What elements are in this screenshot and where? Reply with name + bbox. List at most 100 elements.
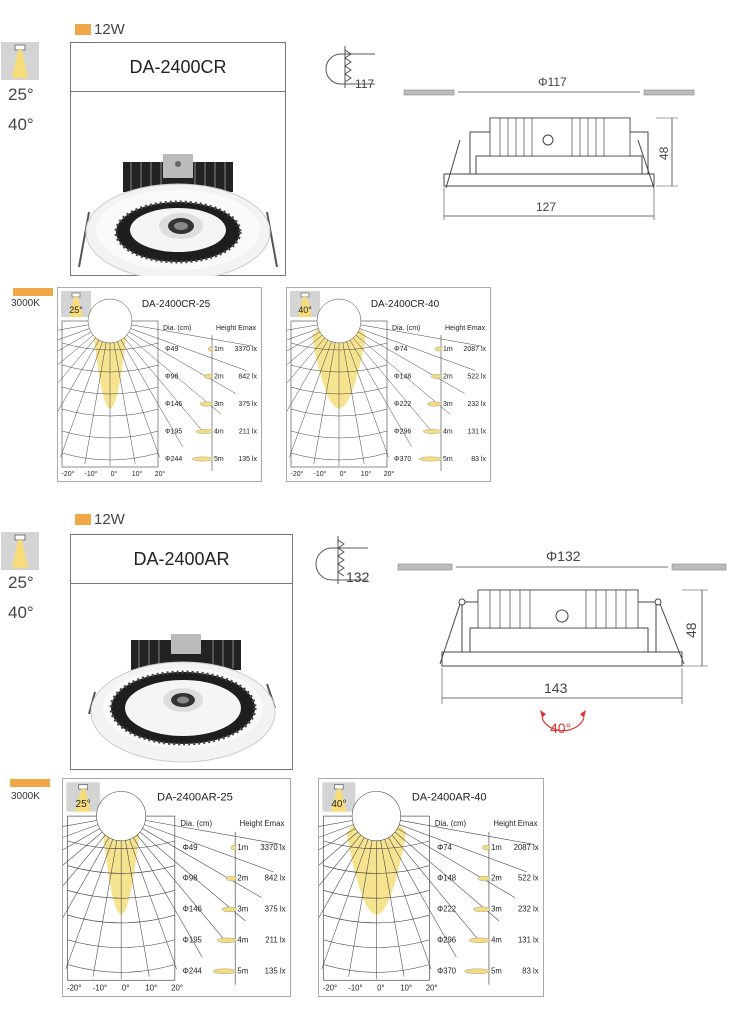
cutout-value: 117 (355, 77, 374, 91)
row-emax: 211 lx (239, 429, 258, 436)
row-height: 1m (214, 346, 224, 353)
polar-grid (196, 298, 482, 468)
power-swatch (75, 514, 91, 525)
row-emax: 2087 lx (514, 843, 539, 852)
spot-size-mark (212, 968, 237, 974)
row-diameter: Φ222 (437, 905, 456, 914)
axis-tick: 10° (145, 983, 157, 992)
axis-tick: 0° (111, 470, 118, 478)
outer-width-label: 127 (536, 200, 556, 214)
row-height: 2m (214, 374, 224, 381)
row-diameter: Φ370 (394, 456, 411, 463)
spot-size-mark (473, 906, 491, 913)
row-emax: 83 lx (471, 456, 486, 463)
row-height: 3m (237, 905, 248, 914)
row-height: 1m (237, 843, 248, 852)
beam-angle-badge: 25° (69, 305, 83, 315)
spot-size-mark (434, 346, 443, 352)
dimension-drawing: Φ132 48 143 40° (396, 546, 731, 751)
spot-size-mark (195, 429, 214, 434)
axis-tick: 20° (384, 470, 395, 478)
spot-size-mark (464, 968, 491, 974)
spot-size-mark (221, 906, 237, 913)
power-label: 12W (75, 21, 125, 38)
row-diameter: Φ74 (437, 843, 452, 852)
photometric-panel: 25°DA-2400AR-25-20°-10°0°10°20°Dia. (cm)… (0, 778, 291, 997)
axis-tick: -20° (67, 983, 81, 992)
beam-angle-40: 40° (8, 603, 34, 622)
axis-tick: 20° (155, 470, 166, 478)
panel-title: DA-2400CR-40 (371, 299, 440, 310)
power-label: 12W (75, 511, 125, 528)
row-emax: 842 lx (238, 374, 257, 381)
spot-size-mark (430, 374, 443, 379)
row-emax: 522 lx (518, 874, 539, 883)
row-height: 4m (237, 936, 248, 945)
dimension-drawing: Φ117 48 127 (400, 70, 700, 235)
row-height: 4m (214, 429, 224, 436)
row-diameter: Φ296 (437, 936, 456, 945)
color-temp-label: 3000K (11, 791, 40, 802)
axis-tick: -10° (93, 983, 107, 992)
panel-title: DA-2400AR-40 (412, 791, 487, 803)
height-label: 48 (657, 146, 671, 160)
row-height: 2m (491, 874, 502, 883)
row-emax: 3370 lx (260, 843, 285, 852)
spot-size-mark (418, 456, 443, 462)
row-height: 5m (491, 966, 502, 975)
row-emax: 842 lx (265, 874, 286, 883)
outer-width-label: 143 (544, 680, 568, 696)
photometric-panel: 40°DA-2400CR-40-20°-10°0°10°20°Dia. (cm)… (196, 287, 491, 482)
model-title: DA-2400CR (71, 43, 285, 92)
row-diameter: Φ98 (183, 874, 199, 883)
row-diameter: Φ244 (183, 966, 203, 975)
cutout-value: 132 (346, 569, 370, 585)
beam-angles-list: 25° 40° (8, 568, 34, 628)
cutout-icon: 132 (312, 534, 382, 595)
spot-size-mark (207, 346, 214, 352)
row-diameter: Φ195 (165, 429, 182, 436)
row-height: 5m (214, 456, 224, 463)
row-diameter: Φ74 (394, 346, 407, 353)
height-emax-header: Height Emax (240, 819, 285, 828)
photometric-panel: 25°DA-2400CR-25-20°-10°0°10°20°Dia. (cm)… (0, 287, 262, 482)
beam-angle-25: 25° (8, 85, 34, 104)
row-emax: 131 lx (467, 429, 486, 436)
row-diameter: Φ222 (394, 401, 411, 408)
beam-angle-40: 40° (8, 115, 34, 134)
row-diameter: Φ148 (437, 874, 456, 883)
row-height: 4m (443, 429, 453, 436)
row-diameter: Φ49 (183, 843, 198, 852)
dia-header: Dia. (cm) (163, 325, 191, 332)
axis-tick: 20° (426, 983, 438, 992)
height-emax-header: Height Emax (493, 819, 537, 828)
product-card: DA-2400CR (70, 42, 286, 281)
row-height: 3m (491, 905, 502, 914)
row-height: 3m (214, 401, 224, 408)
row-height: 3m (443, 401, 453, 408)
row-emax: 135 lx (238, 456, 257, 463)
spot-size-mark (468, 937, 491, 944)
row-diameter: Φ195 (183, 936, 203, 945)
row-height: 1m (491, 843, 502, 852)
beam-angle-icon (1, 42, 39, 85)
spot-size-mark (477, 875, 491, 882)
spot-size-mark (230, 844, 237, 851)
polar-grid (0, 791, 281, 981)
power-text: 12W (94, 21, 125, 38)
power-swatch (75, 24, 91, 35)
cutout-width-label: Φ132 (546, 548, 581, 564)
product-image (88, 634, 276, 763)
axis-tick: -20° (291, 470, 304, 478)
row-emax: 211 lx (265, 936, 285, 945)
dia-header: Dia. (cm) (435, 819, 467, 828)
row-emax: 232 lx (518, 905, 539, 914)
row-diameter: Φ148 (394, 374, 411, 381)
row-diameter: Φ296 (394, 429, 411, 436)
row-height: 4m (491, 936, 502, 945)
tilt-label: 40° (550, 720, 571, 736)
tilt-arrow-icon (541, 717, 585, 732)
polar-grid (0, 298, 253, 468)
axis-tick: 10° (132, 470, 143, 478)
row-emax: 3370 lx (234, 346, 257, 353)
